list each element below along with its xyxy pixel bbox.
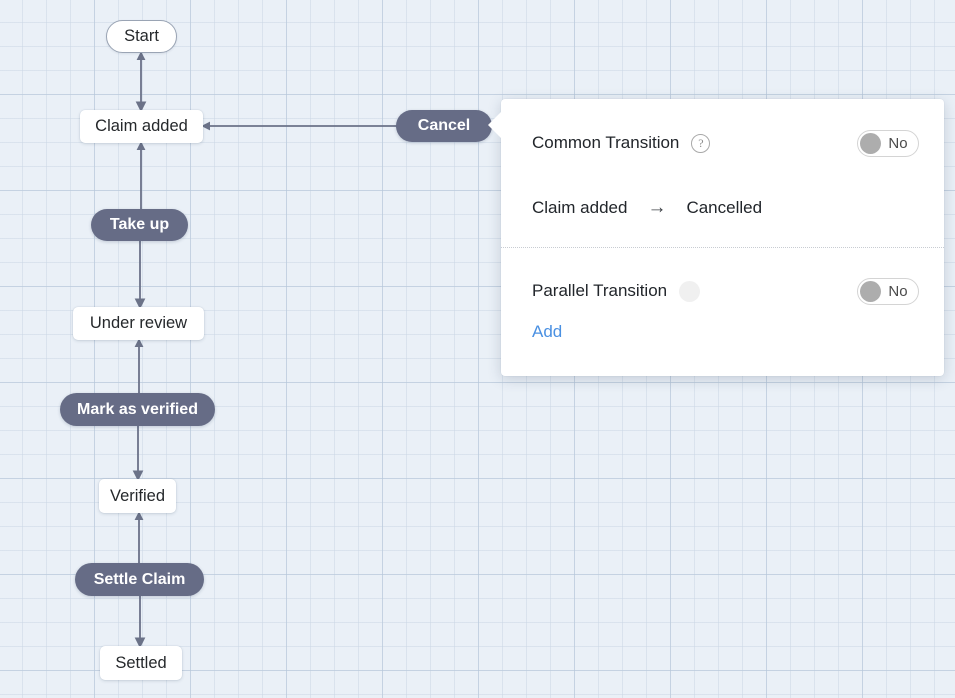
add-row: Add xyxy=(532,320,919,344)
node-start[interactable]: Start xyxy=(106,20,177,53)
transition-states-row: Claim added → Cancelled xyxy=(532,195,919,221)
node-take-up-label: Take up xyxy=(109,216,170,233)
node-claim-added-label: Claim added xyxy=(95,117,188,135)
common-transition-toggle-value: No xyxy=(888,134,908,152)
panel-divider xyxy=(501,247,944,248)
node-under-review-label: Under review xyxy=(89,314,188,332)
node-settle-claim-label: Settle Claim xyxy=(93,570,186,588)
node-start-label: Start xyxy=(124,27,159,45)
node-verified-label: Verified xyxy=(109,486,166,505)
dot-icon[interactable] xyxy=(679,280,701,302)
node-settle-claim[interactable]: Settle Claim xyxy=(75,563,204,596)
node-settled-label: Settled xyxy=(115,653,167,672)
node-claim-added[interactable]: Claim added xyxy=(80,110,203,143)
node-mark-as-verified-label: Mark as verified xyxy=(77,400,198,418)
transition-from-state: Claim added xyxy=(532,198,628,217)
toggle-knob xyxy=(860,280,881,302)
node-mark-as-verified[interactable]: Mark as verified xyxy=(60,393,215,426)
question-mark-circle-icon[interactable]: ? xyxy=(691,133,711,153)
node-take-up[interactable]: Take up xyxy=(91,209,188,241)
common-transition-label: Common Transition xyxy=(532,133,680,152)
transition-details-panel: Common Transition ? No Claim added → Can… xyxy=(488,99,944,376)
toggle-knob xyxy=(860,132,881,154)
node-verified[interactable]: Verified xyxy=(99,479,176,513)
add-link[interactable]: Add xyxy=(532,322,563,341)
node-cancel[interactable]: Cancel xyxy=(396,110,492,142)
panel-pointer-notch xyxy=(488,112,501,138)
parallel-transition-toggle-value: No xyxy=(888,282,908,300)
parallel-transition-toggle[interactable]: No xyxy=(857,277,919,305)
node-under-review[interactable]: Under review xyxy=(73,307,204,340)
right-arrow-icon: → xyxy=(647,197,667,218)
common-transition-row: Common Transition ? No xyxy=(532,127,919,159)
transition-to-state: Cancelled xyxy=(686,198,763,217)
common-transition-toggle[interactable]: No xyxy=(857,129,919,157)
parallel-transition-label: Parallel Transition xyxy=(532,281,668,300)
node-cancel-label: Cancel xyxy=(417,117,471,134)
node-settled[interactable]: Settled xyxy=(100,646,182,680)
parallel-transition-row: Parallel Transition No xyxy=(532,275,919,307)
